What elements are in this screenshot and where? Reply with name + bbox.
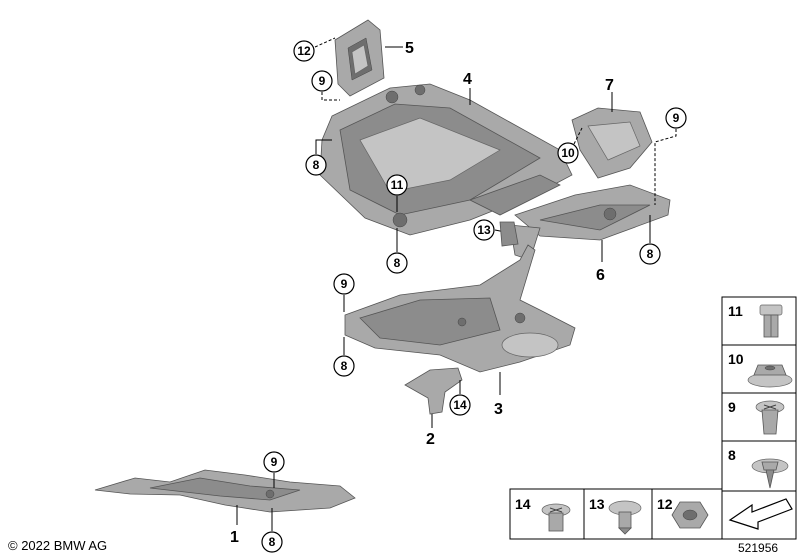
callout-1: 1 — [230, 529, 239, 546]
nut-12-icon — [671, 501, 709, 529]
legend-label-13: 13 — [589, 496, 605, 512]
callout-8-left: 8 — [313, 158, 320, 172]
callout-10: 10 — [561, 146, 575, 160]
callout-14-mid: 14 — [453, 398, 467, 412]
callout-5: 5 — [405, 40, 414, 57]
legend-item-10: 10 — [721, 344, 797, 394]
callout-8-mid: 8 — [394, 256, 401, 270]
legend-item-14: 14 — [509, 488, 585, 540]
callout-2: 2 — [426, 431, 435, 448]
callout-9-top: 9 — [319, 74, 326, 88]
legend-label-10: 10 — [728, 351, 744, 367]
legend-label-8: 8 — [728, 447, 736, 463]
callout-7: 7 — [605, 77, 614, 94]
legend-item-9: 9 — [721, 392, 797, 442]
callout-8-bottom: 8 — [269, 535, 276, 549]
legend-item-8: 8 — [721, 440, 797, 492]
forward-arrow-icon — [728, 498, 793, 530]
screw-8-icon — [751, 458, 789, 489]
clip-14-icon — [541, 503, 571, 532]
nut-11-icon — [759, 304, 783, 338]
callout-8-right: 8 — [647, 247, 654, 261]
legend-item-13: 13 — [583, 488, 653, 540]
part-3-middle-panel — [344, 244, 576, 373]
callout-4: 4 — [463, 71, 472, 88]
part-7-bracket — [571, 107, 653, 179]
callout-13: 13 — [477, 223, 491, 237]
part-5-bracket — [334, 19, 385, 97]
legend-label-14: 14 — [515, 496, 531, 512]
callout-6: 6 — [596, 267, 605, 284]
nut-10-icon — [747, 364, 793, 388]
legend-item-11: 11 — [721, 296, 797, 346]
legend-item-12: 12 — [651, 488, 723, 540]
copyright-text: © 2022 BMW AG — [8, 538, 108, 553]
legend-label-12: 12 — [657, 496, 673, 512]
legend-label-9: 9 — [728, 399, 736, 415]
callout-9-bottom: 9 — [271, 455, 278, 469]
legend-direction — [721, 490, 797, 540]
part-4-underbody-panel — [319, 83, 573, 236]
image-number: 521956 — [738, 541, 779, 555]
part-1-front-panel — [94, 469, 356, 513]
part-2-bracket — [404, 367, 463, 415]
callout-9-right: 9 — [673, 111, 680, 125]
screw-9-icon — [755, 400, 785, 435]
callout-11: 11 — [391, 178, 404, 192]
callout-8-low: 8 — [341, 359, 348, 373]
callout-3: 3 — [494, 401, 503, 418]
callout-12-top: 12 — [297, 44, 311, 58]
clip-13-icon — [608, 500, 642, 535]
callout-9-mid: 9 — [341, 277, 348, 291]
legend-label-11: 11 — [728, 303, 743, 319]
